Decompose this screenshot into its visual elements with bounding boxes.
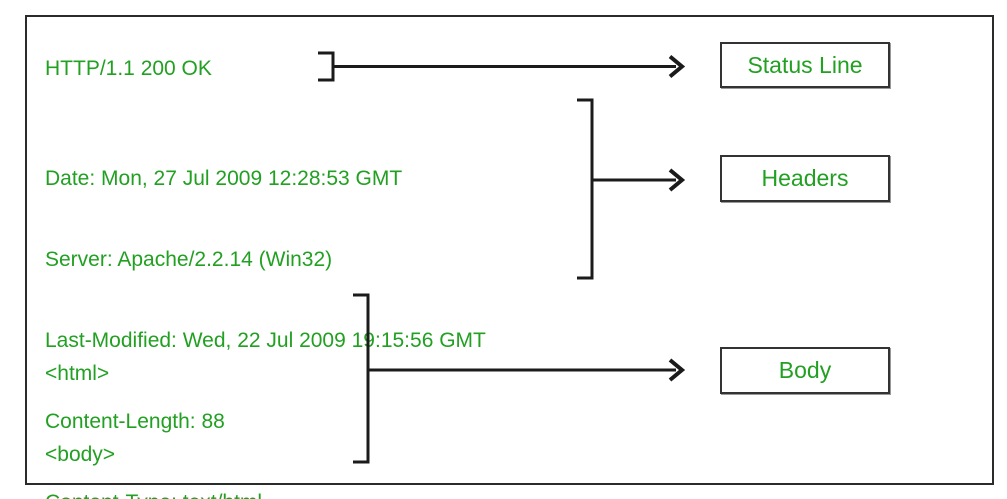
- headers-label-box: Headers: [720, 155, 890, 202]
- status-line-label-box: Status Line: [720, 42, 890, 88]
- status-line-text: HTTP/1.1 200 OK: [45, 57, 212, 80]
- header-line-date: Date: Mon, 27 Jul 2009 12:28:53 GMT: [45, 167, 403, 190]
- headers-label: Headers: [761, 165, 849, 191]
- diagram-border: [25, 15, 994, 485]
- body-line-html-open: <html>: [45, 362, 110, 385]
- headers-block: Date: Mon, 27 Jul 2009 12:28:53 GMT Serv…: [45, 111, 486, 499]
- header-line-last-modified: Last-Modified: Wed, 22 Jul 2009 19:15:56…: [45, 329, 486, 352]
- body-block: <html> <body> <h1>Hello, World!</h1> </b…: [45, 306, 266, 499]
- status-line-label: Status Line: [747, 51, 863, 78]
- header-line-content-length: Content-Length: 88: [45, 410, 225, 433]
- body-label-box: Body: [720, 347, 890, 394]
- header-line-server: Server: Apache/2.2.14 (Win32): [45, 248, 333, 271]
- header-line-content-type: Content-Type: text/html: [45, 489, 486, 499]
- body-line-body-open: <body>: [45, 443, 116, 466]
- body-label: Body: [778, 357, 832, 383]
